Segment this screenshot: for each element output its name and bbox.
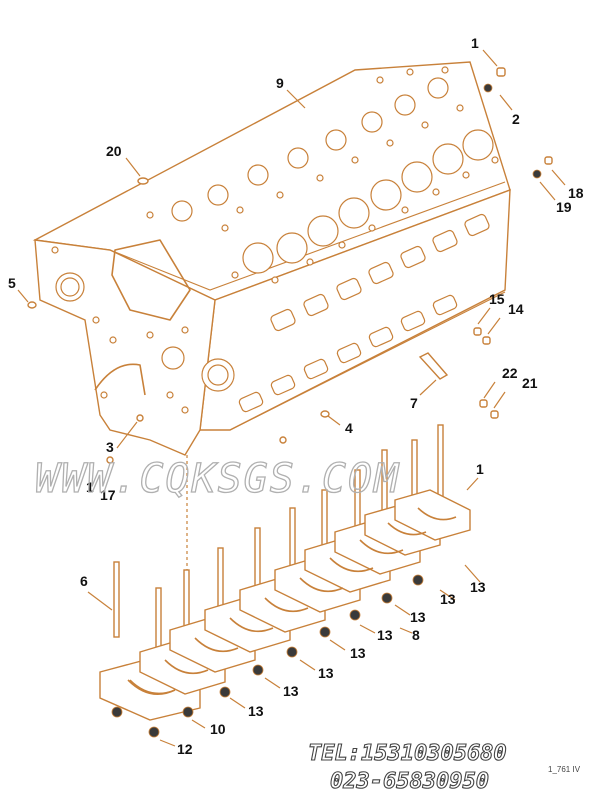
callout-label: 13 <box>440 591 456 607</box>
plug-1 <box>496 67 506 77</box>
contact-phone: 023-65830950 <box>330 769 489 794</box>
callout-label: 13 <box>318 665 334 681</box>
callout-label: 19 <box>556 199 572 215</box>
callout-label: 1 <box>476 461 484 477</box>
front-bore <box>161 346 185 370</box>
callout-label: 10 <box>210 721 226 737</box>
callout-label: 20 <box>106 143 122 159</box>
dowel-3 <box>136 414 144 422</box>
callout-label: 12 <box>177 741 193 757</box>
block-front-notch <box>94 363 146 396</box>
callout-label: 13 <box>350 645 366 661</box>
plug-14 <box>482 336 491 345</box>
drawing-code: 1_761 IV <box>548 765 581 774</box>
plug-18 <box>544 156 553 165</box>
callout-label: 5 <box>8 275 16 291</box>
callout-label: 13 <box>248 703 264 719</box>
plug-5 <box>27 301 37 309</box>
bolt-hole <box>181 406 189 414</box>
callout-label: 8 <box>412 627 420 643</box>
callout-label: 1 <box>86 479 94 495</box>
callout-label: 6 <box>80 573 88 589</box>
nuts <box>111 574 424 738</box>
callout-label: 13 <box>470 579 486 595</box>
callout-label: 3 <box>106 439 114 455</box>
callout-label: 18 <box>568 185 584 201</box>
cap-list <box>99 489 471 721</box>
leader-lines <box>17 49 566 747</box>
bolt-hole <box>166 391 174 399</box>
callout-label: 13 <box>283 683 299 699</box>
plug-20 <box>137 177 149 185</box>
front-bore-inner <box>60 277 80 297</box>
side-ports <box>238 213 490 413</box>
seal-ring-2 <box>483 83 493 93</box>
callout-label: 9 <box>276 75 284 91</box>
block-pan-rail <box>229 291 506 431</box>
bolt-hole <box>181 326 189 334</box>
dowel <box>279 436 287 444</box>
bolt-hole <box>109 336 117 344</box>
front-bore-inner <box>207 364 229 386</box>
bearing-caps <box>99 424 471 738</box>
bolt-hole <box>51 246 59 254</box>
seal-ring-19 <box>532 169 542 179</box>
callout-label: 15 <box>489 291 505 307</box>
bolt-hole <box>92 316 100 324</box>
callout-label: 22 <box>502 365 518 381</box>
plug-17 <box>106 456 114 464</box>
plug-15 <box>473 327 482 336</box>
bolt-hole <box>146 331 154 339</box>
callout-label: 21 <box>522 375 538 391</box>
callout-label: 4 <box>345 420 353 436</box>
plug-22 <box>479 399 488 408</box>
cylinder-bores <box>171 77 494 274</box>
small-parts <box>27 67 553 464</box>
callout-label: 13 <box>410 609 426 625</box>
callout-label: 17 <box>100 487 116 503</box>
callout-label: 7 <box>410 395 418 411</box>
deck-bolt-holes <box>146 66 499 284</box>
watermark-text: WWW.CQKSGS.COM <box>35 456 400 502</box>
engine-block <box>32 61 511 456</box>
plug-21 <box>490 410 499 419</box>
block-deck-edge <box>109 181 506 291</box>
bolt-7 <box>418 352 449 380</box>
bolt-hole <box>100 391 108 399</box>
callout-label: 14 <box>508 301 524 317</box>
callout-label: 13 <box>377 627 393 643</box>
cap-saddles <box>127 507 457 696</box>
contact-tel: TEL:15310305680 <box>308 741 507 766</box>
callout-label: 1 <box>471 35 479 51</box>
callout-labels: 1 2 9 20 18 19 5 15 14 7 22 21 3 4 1 17 … <box>8 35 584 757</box>
studs <box>113 424 444 669</box>
callout-label: 2 <box>512 111 520 127</box>
plug-4 <box>320 410 330 418</box>
block-front-cutout <box>111 239 191 321</box>
